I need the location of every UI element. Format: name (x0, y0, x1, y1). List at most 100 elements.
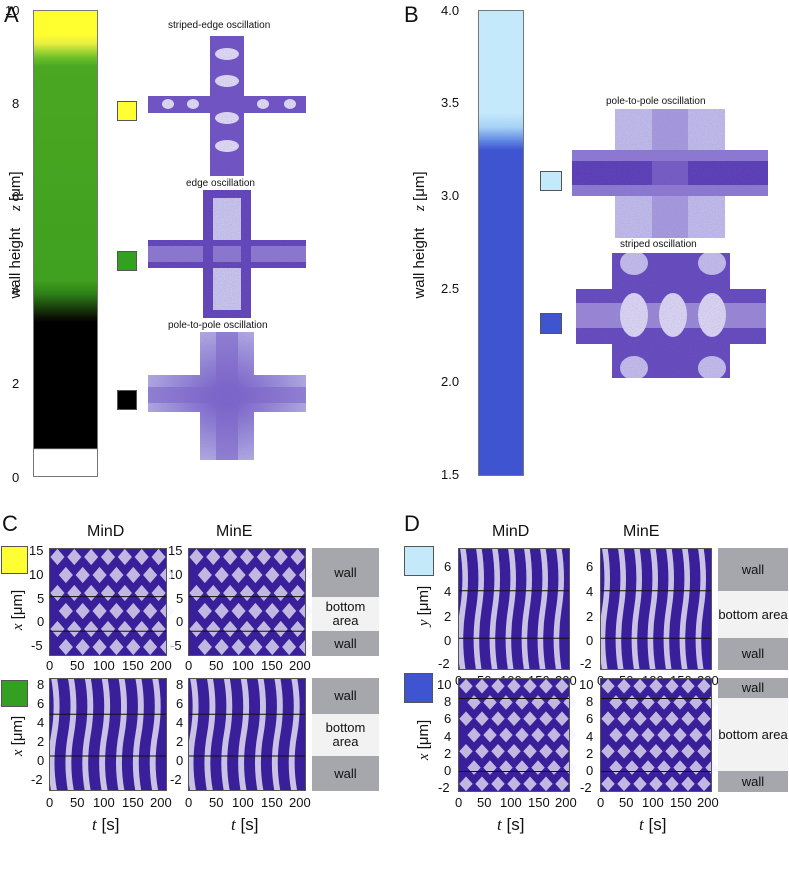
tick-label: 150 (528, 795, 550, 810)
tick-label: 2 (37, 734, 45, 749)
tick-label: 6 (176, 696, 184, 711)
tick-label: 8 (176, 677, 184, 692)
tick-label: 4 (586, 584, 594, 599)
tick-label: 8 (586, 694, 594, 709)
y-axis-title-d-top: y [μm] (415, 586, 433, 626)
tick-label: 0 (12, 470, 20, 485)
tick-label: 15 (168, 543, 183, 558)
tick-label: 6 (444, 711, 452, 726)
axis-title-var: x (10, 749, 26, 757)
swatch-c-top (1, 546, 28, 574)
tick-label: 8 (444, 694, 452, 709)
tick-label: 150 (261, 795, 283, 810)
tick-label: 0 (176, 753, 184, 768)
column-title-mind: MinD (87, 523, 125, 540)
region-bottom-area: bottom area (312, 714, 379, 756)
panel-letter-d: D (404, 511, 420, 536)
y-axis-title-b: wall height z [μm] (411, 171, 429, 298)
tick-label: 6 (37, 696, 45, 711)
y-axis-title-d-bottom: x [μm] (415, 720, 433, 760)
tick-label: -5 (31, 638, 43, 653)
tick-label: 5 (176, 591, 184, 606)
axis-title-unit: [s] (240, 815, 259, 834)
axis-title-unit: [μm] (411, 171, 428, 201)
x-axis-title-c: t [s] (92, 815, 119, 835)
tick-label: 0 (586, 763, 594, 778)
tick-label: 6 (586, 559, 594, 574)
region-wall: wall (718, 771, 788, 792)
tick-label: 0 (444, 763, 452, 778)
region-wall: wall (312, 756, 379, 791)
tick-label: 6 (586, 711, 594, 726)
tick-label: 150 (122, 795, 144, 810)
pattern-image-pole-to-pole-b (572, 109, 768, 238)
axis-title-unit: [μm] (9, 715, 26, 746)
tick-label: 15 (29, 543, 44, 558)
pattern-image-striped-b (576, 253, 766, 378)
swatch-edge (117, 251, 137, 271)
axis-title-text: wall height (7, 227, 24, 299)
tick-label: 2 (176, 734, 184, 749)
tick-label: 200 (289, 658, 311, 673)
tick-label: 0 (455, 795, 463, 810)
region-wall: wall (312, 548, 379, 597)
tick-label: 0 (176, 614, 184, 629)
axis-title-unit: [s] (101, 815, 120, 834)
axis-title-var: z (8, 205, 24, 211)
tick-label: 2 (586, 609, 594, 624)
pattern-label: pole-to-pole oscillation (168, 320, 268, 331)
panel-letter-a: A (4, 2, 19, 27)
tick-label: 4 (444, 584, 452, 599)
panel-letter-b: B (404, 2, 419, 27)
axis-title-unit: [s] (648, 815, 667, 834)
x-axis-title-d: t [s] (639, 815, 666, 835)
axis-title-unit: [μm] (7, 171, 24, 201)
swatch-d-top (404, 546, 434, 576)
tick-label: 2 (12, 376, 20, 391)
tick-label: 10 (579, 677, 594, 692)
tick-label: -5 (170, 638, 182, 653)
tick-label: 0 (37, 753, 45, 768)
tick-label: 6 (12, 189, 20, 204)
swatch-pole-to-pole-b (540, 171, 562, 191)
axis-title-unit: [μm] (9, 589, 26, 620)
tick-label: 4 (586, 729, 594, 744)
x-axis-title-d: t [s] (497, 815, 524, 835)
kymograph-d-top-mind (457, 547, 570, 671)
tick-label: 200 (150, 795, 172, 810)
kymograph-c-bottom-mine (187, 677, 306, 792)
tick-label: 4 (176, 715, 184, 730)
tick-label: 0 (46, 658, 54, 673)
swatch-d-bottom (404, 673, 433, 703)
region-wall: wall (718, 548, 788, 591)
kymograph-c-top-mine (188, 548, 314, 656)
tick-label: 10 (437, 677, 452, 692)
axis-title-text: wall height (411, 227, 428, 299)
swatch-c-bottom (1, 680, 28, 707)
axis-title-var: x (416, 753, 432, 761)
kymograph-d-bottom-mind (458, 678, 577, 792)
tick-label: 200 (289, 795, 311, 810)
kymograph-d-bottom-mine (600, 678, 719, 792)
tick-label: 10 (29, 567, 44, 582)
tick-label: -2 (438, 656, 450, 671)
pattern-label: striped oscillation (620, 239, 697, 250)
kymograph-d-top-mine (599, 547, 712, 671)
tick-label: 5 (37, 591, 45, 606)
tick-label: 150 (670, 795, 692, 810)
tick-label: -2 (580, 656, 592, 671)
tick-label: 2 (586, 746, 594, 761)
tick-label: 6 (444, 559, 452, 574)
axis-title-var: t (639, 815, 644, 834)
tick-label: -2 (31, 772, 43, 787)
pattern-label: pole-to-pole oscillation (606, 96, 706, 107)
column-title-mine: MinE (623, 523, 660, 540)
column-title-mine: MinE (216, 523, 253, 540)
y-axis-title-c-top: x [μm] (9, 590, 27, 630)
tick-label: 50 (70, 795, 85, 810)
phase-bar-b (478, 10, 524, 476)
tick-label: 0 (586, 633, 594, 648)
swatch-striped-b (540, 313, 562, 334)
tick-label: 1.5 (441, 467, 460, 482)
tick-label: 50 (619, 795, 634, 810)
